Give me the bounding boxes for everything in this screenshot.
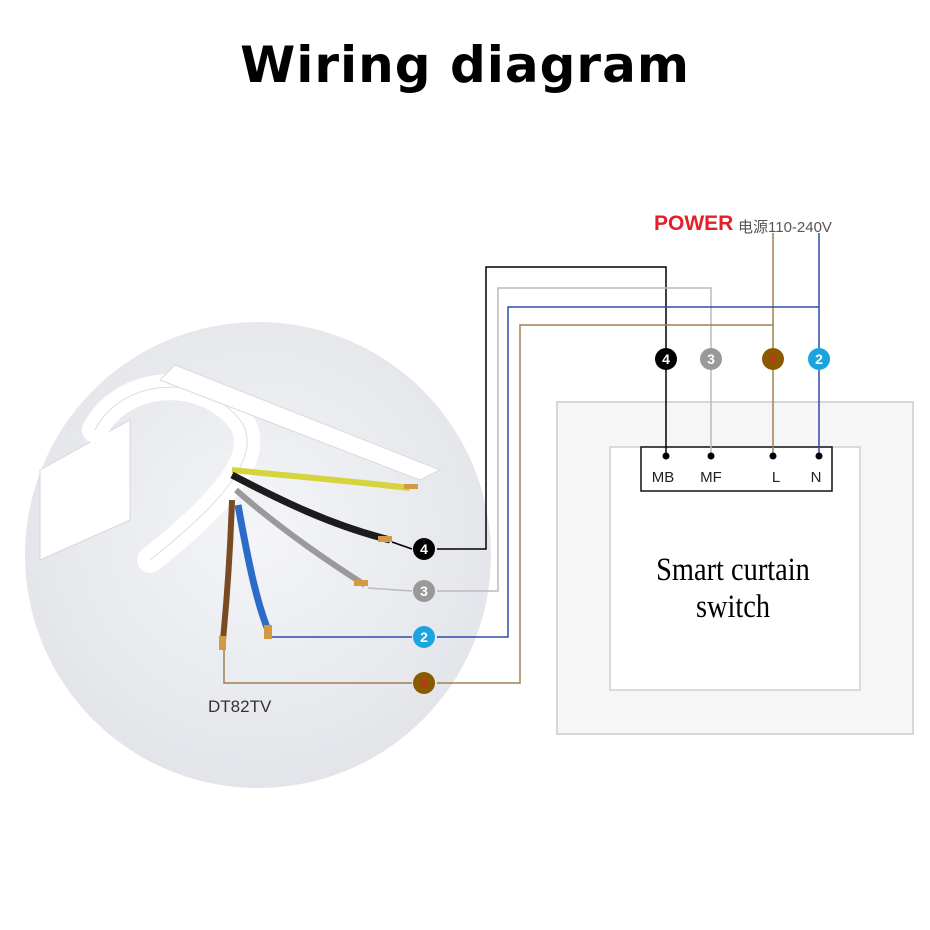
motor-model-label: DT82TV bbox=[208, 697, 272, 716]
brown-wire bbox=[219, 499, 235, 651]
badge-wire-1: 1 bbox=[413, 672, 435, 694]
terminal-label-mb: MB bbox=[651, 469, 675, 486]
badge-wire-4: 4 bbox=[413, 538, 435, 560]
blue-wire bbox=[234, 504, 272, 632]
terminal-block bbox=[640, 446, 833, 492]
wire-4-line bbox=[437, 266, 667, 550]
power-spec: 电源110-240V bbox=[738, 219, 832, 236]
terminal-label-mf: MF bbox=[700, 469, 722, 486]
terminal-dot-n bbox=[815, 452, 823, 460]
wire-1-line bbox=[437, 324, 773, 684]
wire-tip-grey bbox=[354, 580, 368, 586]
switch-name: Smart curtain switch bbox=[656, 552, 810, 625]
terminal-label-l: L bbox=[771, 469, 781, 486]
terminal-dot-mb bbox=[662, 452, 670, 460]
wire-2-line bbox=[437, 306, 819, 638]
wire-3-line bbox=[437, 287, 712, 592]
white-cable-2 bbox=[159, 364, 442, 481]
switch-box bbox=[556, 401, 914, 735]
wire-4-lead bbox=[391, 541, 413, 550]
wire-3-lead bbox=[367, 587, 413, 592]
page-title: Wiring diagram bbox=[240, 36, 690, 94]
badge-terminal-4: 4 bbox=[655, 348, 677, 370]
wire-1-lead bbox=[223, 650, 412, 684]
wire-tip-blue bbox=[264, 625, 272, 639]
badge-wire-3: 3 bbox=[413, 580, 435, 602]
wire-tip-brown bbox=[219, 636, 226, 650]
power-label: POWER bbox=[654, 212, 734, 235]
wire-tip-yellow bbox=[404, 484, 418, 489]
wire-tip-black bbox=[378, 536, 392, 542]
motor-cable-photo bbox=[25, 322, 491, 788]
badge-terminal-2: 2 bbox=[808, 348, 830, 370]
black-wire bbox=[230, 471, 391, 544]
terminal-dot-l bbox=[769, 452, 777, 460]
grey-wire bbox=[234, 487, 367, 588]
badge-terminal-1: 1 bbox=[762, 348, 784, 370]
badge-terminal-3: 3 bbox=[700, 348, 722, 370]
white-cable-1-edge bbox=[94, 386, 248, 561]
yellow-wire bbox=[231, 467, 411, 491]
terminal-dot-mf bbox=[707, 452, 715, 460]
badge-wire-2: 2 bbox=[413, 626, 435, 648]
photo-circle bbox=[25, 322, 491, 788]
terminal-label-n: N bbox=[810, 469, 822, 486]
